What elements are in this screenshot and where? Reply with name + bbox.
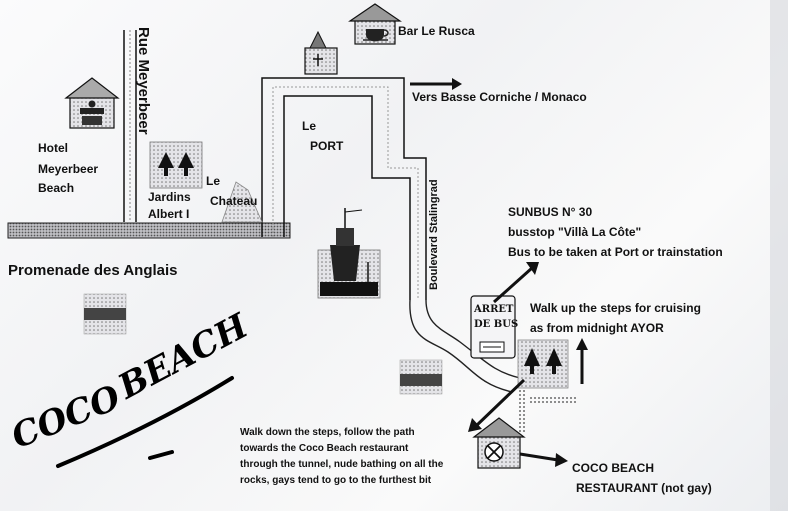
bus-stop-label-2: DE BUS [474,319,519,330]
cruising-trees-icon [517,339,569,389]
sunbus-arrow [492,262,539,304]
monaco-arrow [410,78,462,90]
chateau-hill-icon [221,181,263,223]
sunbus-line-1: SUNBUS N° 30 [508,205,593,219]
bar-label: Bar Le Rusca [398,24,475,38]
promenade-label: Promenade des Anglais [8,262,178,279]
promenade-road [7,222,291,239]
dotted-blocks [83,293,443,395]
restaurant-arrow [519,452,568,467]
rue-meyerbeer-label: Rue Meyerbeer [135,27,152,135]
handwritten-underline [56,376,234,468]
sunbus-line-3: Bus to be taken at Port or trainstation [508,245,723,259]
beach-path [409,299,521,393]
down-steps-arrow [468,378,526,432]
directions-line-2: towards the Coco Beach restaurant [240,443,409,454]
cruising-line-1: Walk up the steps for cruising [530,301,701,315]
hotel-icon [64,77,120,129]
jardins-label-2: Albert I [148,207,190,221]
hotel-label-1: Hotel [38,141,68,155]
direction-label: Vers Basse Corniche / Monaco [412,90,587,104]
restaurant-label-1: COCO BEACH [572,461,655,475]
scan-edge [770,0,788,511]
restaurant-icon [472,417,526,469]
port-label-2: PORT [310,139,344,153]
boulevard-stalingrad-label: Boulevard Stalingrad [428,179,440,290]
port-road [261,77,427,300]
bar-icon [348,3,402,45]
church-icon [304,30,338,75]
directions-line-4: rocks, gays tend to go to the furthest b… [240,475,432,486]
directions-line-1: Walk down the steps, follow the path [240,427,415,438]
boat-icon [317,208,381,299]
bus-stop-sign-icon [470,295,516,359]
chateau-label-2: Chateau [210,194,258,208]
sunbus-line-2: busstop "Villà La Côte" [508,225,642,239]
chateau-label-1: Le [206,174,221,188]
hotel-label-3: Beach [38,181,75,195]
steps [519,382,578,432]
up-steps-arrow [576,338,588,384]
port-label-1: Le [302,119,317,133]
jardins-label-1: Jardins [148,190,191,204]
cruising-line-2: as from midnight AYOR [530,321,664,335]
directions-line-3: through the tunnel, nude bathing on all … [240,459,444,470]
bus-stop-label-1: ARRET [474,304,514,315]
jardins-trees-icon [149,141,203,189]
hotel-label-2: Meyerbeer [38,162,99,176]
restaurant-label-2: RESTAURANT (not gay) [576,481,712,495]
rue-meyerbeer-road [123,30,137,222]
